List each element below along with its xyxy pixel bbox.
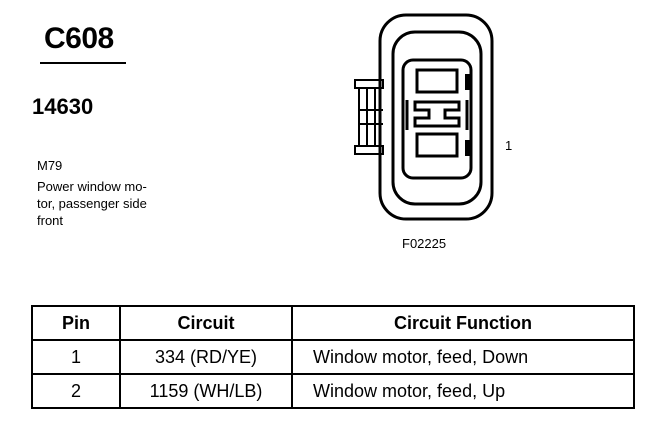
connector-id-underline xyxy=(40,62,126,64)
table-row: 1 334 (RD/YE) Window motor, feed, Down xyxy=(31,339,635,375)
function-cell: Window motor, feed, Down xyxy=(291,339,635,375)
description-line: Power window mo- xyxy=(37,179,147,194)
center-key xyxy=(413,100,461,128)
description-line: front xyxy=(37,213,64,228)
connector-inner-housing xyxy=(391,30,483,206)
part-number: 14630 xyxy=(32,94,94,119)
connector-id: C608 xyxy=(44,22,114,55)
connector-outer-housing xyxy=(378,13,494,221)
terminal-pin-1 xyxy=(415,132,459,158)
component-code: M79 xyxy=(37,158,63,173)
header-circuit-function: Circuit Function xyxy=(291,305,635,341)
header-circuit: Circuit xyxy=(119,305,293,341)
description-line: tor, passenger side xyxy=(37,196,147,211)
figure-code: F02225 xyxy=(402,236,447,251)
locking-tab xyxy=(354,79,384,155)
pin-cell: 2 xyxy=(31,373,121,409)
pin-table: Pin Circuit Circuit Function 1 334 (RD/Y… xyxy=(31,305,635,409)
terminal-cavity-frame xyxy=(401,58,473,180)
function-cell: Window motor, feed, Up xyxy=(291,373,635,409)
terminal-pin-2 xyxy=(415,68,459,94)
circuit-cell: 334 (RD/YE) xyxy=(119,339,293,375)
table-header-row: Pin Circuit Circuit Function xyxy=(31,305,635,341)
header-pin: Pin xyxy=(31,305,121,341)
circuit-cell: 1159 (WH/LB) xyxy=(119,373,293,409)
component-description: Power window mo- tor, passenger side fro… xyxy=(37,178,197,229)
table-row: 2 1159 (WH/LB) Window motor, feed, Up xyxy=(31,373,635,409)
pin-cell: 1 xyxy=(31,339,121,375)
connector-face-diagram xyxy=(354,13,494,221)
pin-1-indicator: 1 xyxy=(505,138,513,153)
